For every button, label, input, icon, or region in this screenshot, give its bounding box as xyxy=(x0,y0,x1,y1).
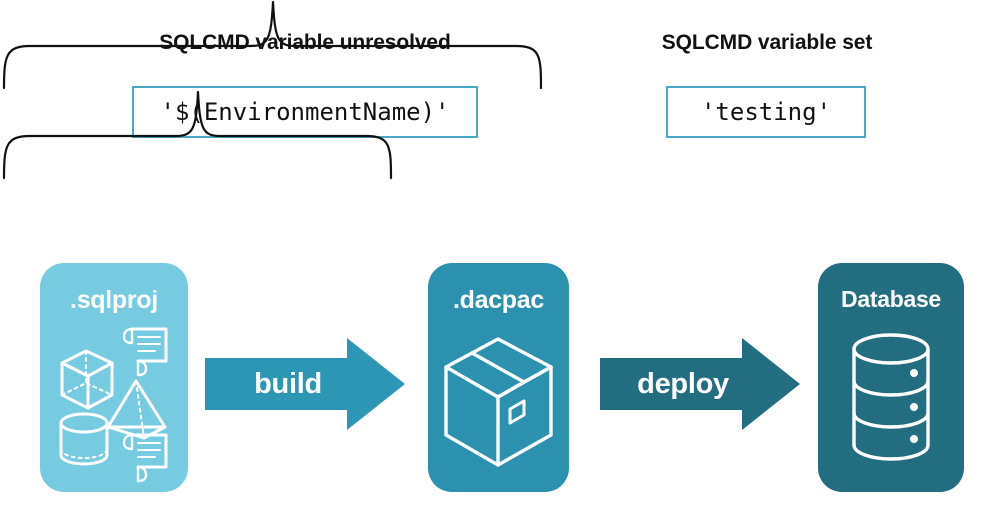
brace-deploy-scope-shape xyxy=(2,90,393,180)
brace-build-scope xyxy=(0,0,545,90)
card-sqlproj[interactable]: .sqlproj xyxy=(40,263,188,492)
heading-sqlcmd-variable-unresolved: SQLCMD variable unresolved xyxy=(159,31,451,54)
scroll-icon xyxy=(122,327,168,377)
brace-build-scope-shape xyxy=(2,0,543,90)
card-sqlproj-artwork xyxy=(40,319,188,492)
arrow-build: build xyxy=(205,336,407,432)
cube-icon xyxy=(60,349,114,410)
database-cylinder-icon xyxy=(852,333,930,461)
database-status-dots xyxy=(910,369,918,443)
heading-sqlcmd-variable-set: SQLCMD variable set xyxy=(661,31,873,54)
arrow-deploy: deploy xyxy=(600,336,802,432)
code-box-testing: 'testing' xyxy=(666,86,866,138)
cylinder-icon xyxy=(59,412,109,466)
arrow-deploy-shape xyxy=(600,338,800,430)
pyramid-icon xyxy=(106,379,167,440)
card-database[interactable]: Database xyxy=(818,263,964,492)
card-database-title: Database xyxy=(841,286,941,312)
card-dacpac-artwork xyxy=(428,319,569,492)
sqlproj-objects-icon-group xyxy=(59,327,168,483)
card-database-artwork xyxy=(818,319,964,492)
card-dacpac[interactable]: .dacpac xyxy=(428,263,569,492)
scroll-icon xyxy=(122,433,168,483)
arrow-build-shape xyxy=(205,338,405,430)
brace-deploy-scope xyxy=(0,90,395,180)
card-sqlproj-title: .sqlproj xyxy=(70,286,158,314)
card-dacpac-title: .dacpac xyxy=(452,286,544,314)
package-box-icon xyxy=(444,337,553,467)
